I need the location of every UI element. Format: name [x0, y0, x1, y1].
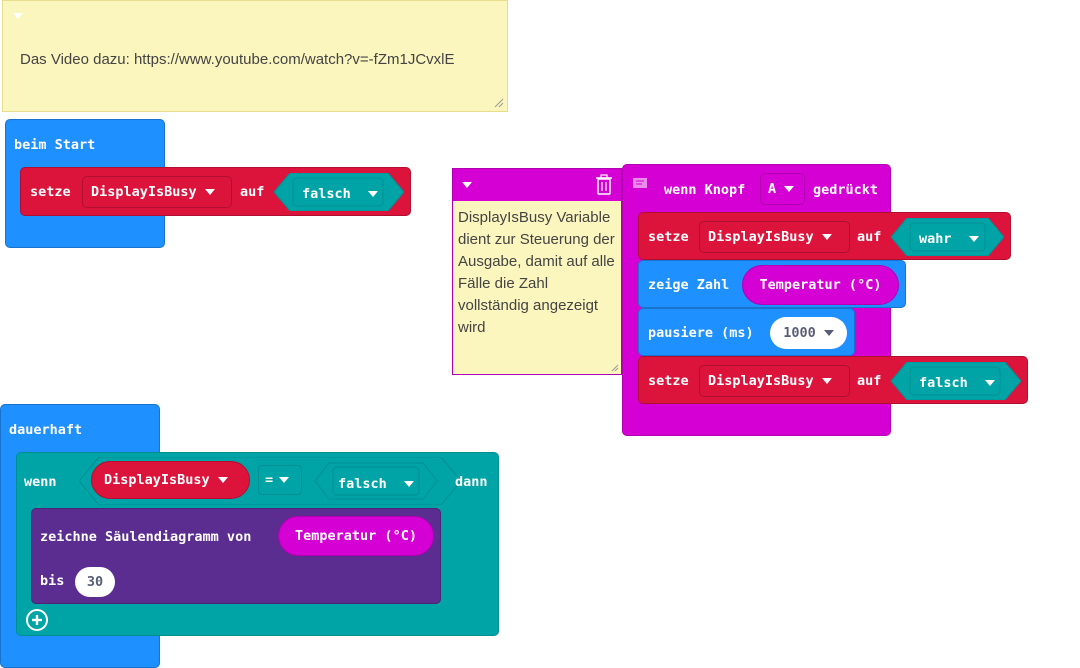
chevron-down-icon: [784, 186, 795, 192]
to-label: auf: [857, 229, 882, 245]
show-number-block[interactable]: zeige Zahl Temperatur (°C): [638, 260, 906, 308]
add-else-button[interactable]: [26, 609, 48, 631]
up-to-input[interactable]: 30: [75, 567, 115, 597]
compare-value: falsch: [338, 476, 387, 492]
chevron-down-icon: [969, 235, 980, 242]
resize-handle-icon[interactable]: [611, 364, 619, 372]
resize-handle-icon[interactable]: [494, 98, 504, 108]
set-variable-block[interactable]: setze DisplayIsBusy auf falsch: [638, 356, 1028, 404]
then-label: dann: [455, 474, 488, 490]
set-label: setze: [648, 373, 689, 389]
on-start-header: beim Start: [14, 137, 96, 153]
boolean-slot[interactable]: [891, 218, 1004, 256]
pause-value: 1000: [783, 325, 816, 341]
chevron-down-icon: [821, 234, 832, 240]
boolean-dropdown[interactable]: falsch: [919, 372, 996, 391]
top-comment[interactable]: Das Video dazu: https://www.youtube.com/…: [2, 0, 508, 112]
chevron-down-icon: [368, 190, 379, 197]
variable-dropdown[interactable]: DisplayIsBusy: [699, 221, 850, 253]
variable-name: DisplayIsBusy: [104, 472, 210, 488]
button-value: A: [768, 181, 777, 197]
variable-reporter[interactable]: DisplayIsBusy: [91, 461, 250, 499]
temperature-label: Temperatur (°C): [295, 528, 417, 544]
up-to-label: bis: [40, 573, 65, 589]
comment-icon[interactable]: [633, 178, 647, 190]
boolean-value: wahr: [919, 231, 952, 247]
comment-text[interactable]: Das Video dazu: https://www.youtube.com/…: [20, 51, 455, 68]
plus-icon: [32, 615, 42, 625]
chevron-down-icon: [279, 477, 290, 483]
boolean-dropdown[interactable]: falsch: [302, 183, 379, 202]
operator-value: =: [265, 472, 274, 488]
pause-duration-dropdown[interactable]: 1000: [770, 317, 847, 349]
plot-label: zeichne Säulendiagramm von: [40, 529, 252, 545]
event-header-suffix: gedrückt: [813, 182, 879, 198]
set-label: setze: [30, 184, 71, 200]
pause-label: pausiere (ms): [648, 325, 754, 341]
boolean-value: falsch: [302, 186, 351, 202]
temperature-reporter[interactable]: Temperatur (°C): [278, 516, 434, 556]
plot-bar-graph-block[interactable]: zeichne Säulendiagramm von Temperatur (°…: [31, 508, 441, 604]
variable-dropdown[interactable]: DisplayIsBusy: [699, 365, 850, 397]
boolean-value: falsch: [919, 375, 968, 391]
side-comment[interactable]: DisplayIsBusy Variable dient zur Steueru…: [452, 168, 622, 375]
chevron-down-icon: [985, 379, 996, 386]
event-header-prefix: wenn Knopf: [664, 182, 746, 198]
chevron-down-icon: [217, 477, 228, 483]
variable-name: DisplayIsBusy: [708, 373, 814, 389]
button-dropdown[interactable]: A: [760, 173, 805, 205]
temperature-label: Temperatur (°C): [759, 277, 882, 293]
set-variable-block[interactable]: setze DisplayIsBusy auf falsch: [20, 167, 411, 216]
variable-name: DisplayIsBusy: [91, 184, 197, 200]
collapse-toggle-icon[interactable]: [462, 182, 472, 188]
set-label: setze: [648, 229, 689, 245]
comment-text[interactable]: DisplayIsBusy Variable dient zur Steueru…: [458, 209, 615, 336]
show-number-label: zeige Zahl: [648, 277, 730, 293]
forever-header: dauerhaft: [9, 422, 83, 438]
variable-dropdown[interactable]: DisplayIsBusy: [82, 176, 232, 208]
to-label: auf: [857, 373, 882, 389]
boolean-slot[interactable]: [274, 173, 404, 211]
set-variable-block[interactable]: setze DisplayIsBusy auf wahr: [638, 212, 1011, 260]
if-label: wenn: [24, 474, 57, 490]
pause-block[interactable]: pausiere (ms) 1000: [638, 308, 855, 356]
comment-top-bar[interactable]: [453, 169, 621, 201]
trash-icon[interactable]: [595, 174, 613, 196]
boolean-dropdown[interactable]: wahr: [919, 228, 980, 247]
boolean-dropdown[interactable]: falsch: [338, 473, 415, 492]
collapse-toggle-icon[interactable]: [13, 13, 23, 19]
chevron-down-icon: [821, 378, 832, 384]
comment-body[interactable]: DisplayIsBusy Variable dient zur Steueru…: [453, 201, 621, 374]
boolean-slot[interactable]: [891, 362, 1021, 400]
chevron-down-icon: [823, 330, 834, 336]
chevron-down-icon: [204, 189, 215, 195]
to-label: auf: [240, 184, 265, 200]
up-to-value: 30: [86, 574, 104, 590]
temperature-reporter[interactable]: Temperatur (°C): [742, 265, 899, 305]
chevron-down-icon: [404, 480, 415, 487]
variable-name: DisplayIsBusy: [708, 229, 814, 245]
operator-dropdown[interactable]: =: [258, 465, 302, 495]
